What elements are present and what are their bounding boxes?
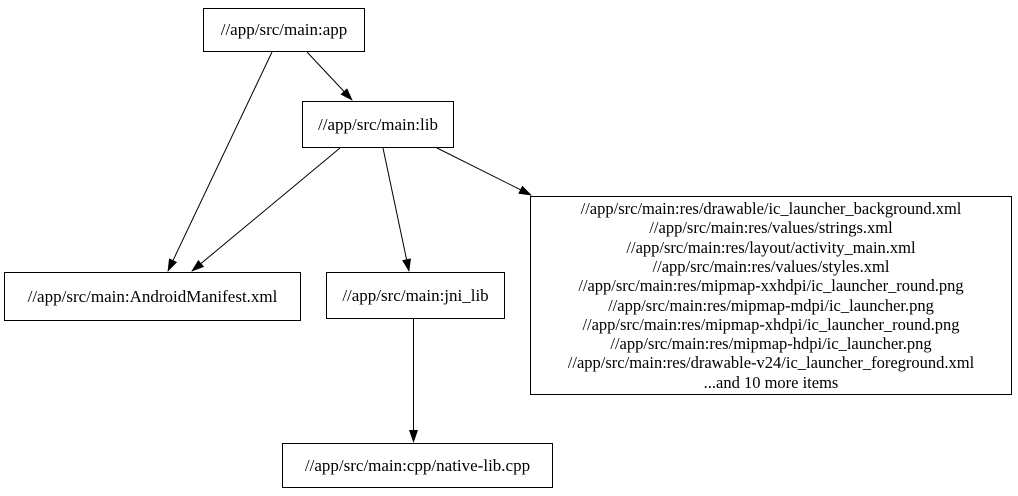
node-native-lib-cpp: //app/src/main:cpp/native-lib.cpp: [282, 443, 553, 488]
res-file-line: //app/src/main:res/mipmap-hdpi/ic_launch…: [610, 334, 932, 354]
node-lib: //app/src/main:lib: [302, 101, 454, 148]
res-file-line: //app/src/main:res/drawable-v24/ic_launc…: [567, 353, 975, 373]
node-jni-lib: //app/src/main:jni_lib: [326, 272, 505, 319]
edge-lib-to-manifest: [191, 147, 341, 272]
node-res-group: //app/src/main:res/drawable/ic_launcher_…: [530, 196, 1012, 395]
res-file-line: //app/src/main:res/layout/activity_main.…: [626, 237, 916, 257]
res-more-items-line: ...and 10 more items: [703, 372, 839, 392]
res-file-line: //app/src/main:res/mipmap-xhdpi/ic_launc…: [582, 314, 960, 334]
edge-lib-to-jni-lib: [382, 147, 411, 272]
res-file-line: //app/src/main:res/values/styles.xml: [652, 256, 890, 276]
node-app: //app/src/main:app: [203, 8, 365, 52]
res-file-line: //app/src/main:res/mipmap-xxhdpi/ic_laun…: [578, 276, 964, 296]
node-android-manifest: //app/src/main:AndroidManifest.xml: [4, 272, 301, 321]
edge-app-to-manifest: [167, 51, 273, 272]
res-file-line: //app/src/main:res/values/strings.xml: [649, 218, 893, 238]
res-file-line: //app/src/main:res/drawable/ic_launcher_…: [580, 199, 962, 219]
res-file-line: //app/src/main:res/mipmap-mdpi/ic_launch…: [608, 295, 934, 315]
edge-lib-to-res-group: [436, 147, 532, 196]
edge-app-to-lib: [306, 51, 353, 101]
